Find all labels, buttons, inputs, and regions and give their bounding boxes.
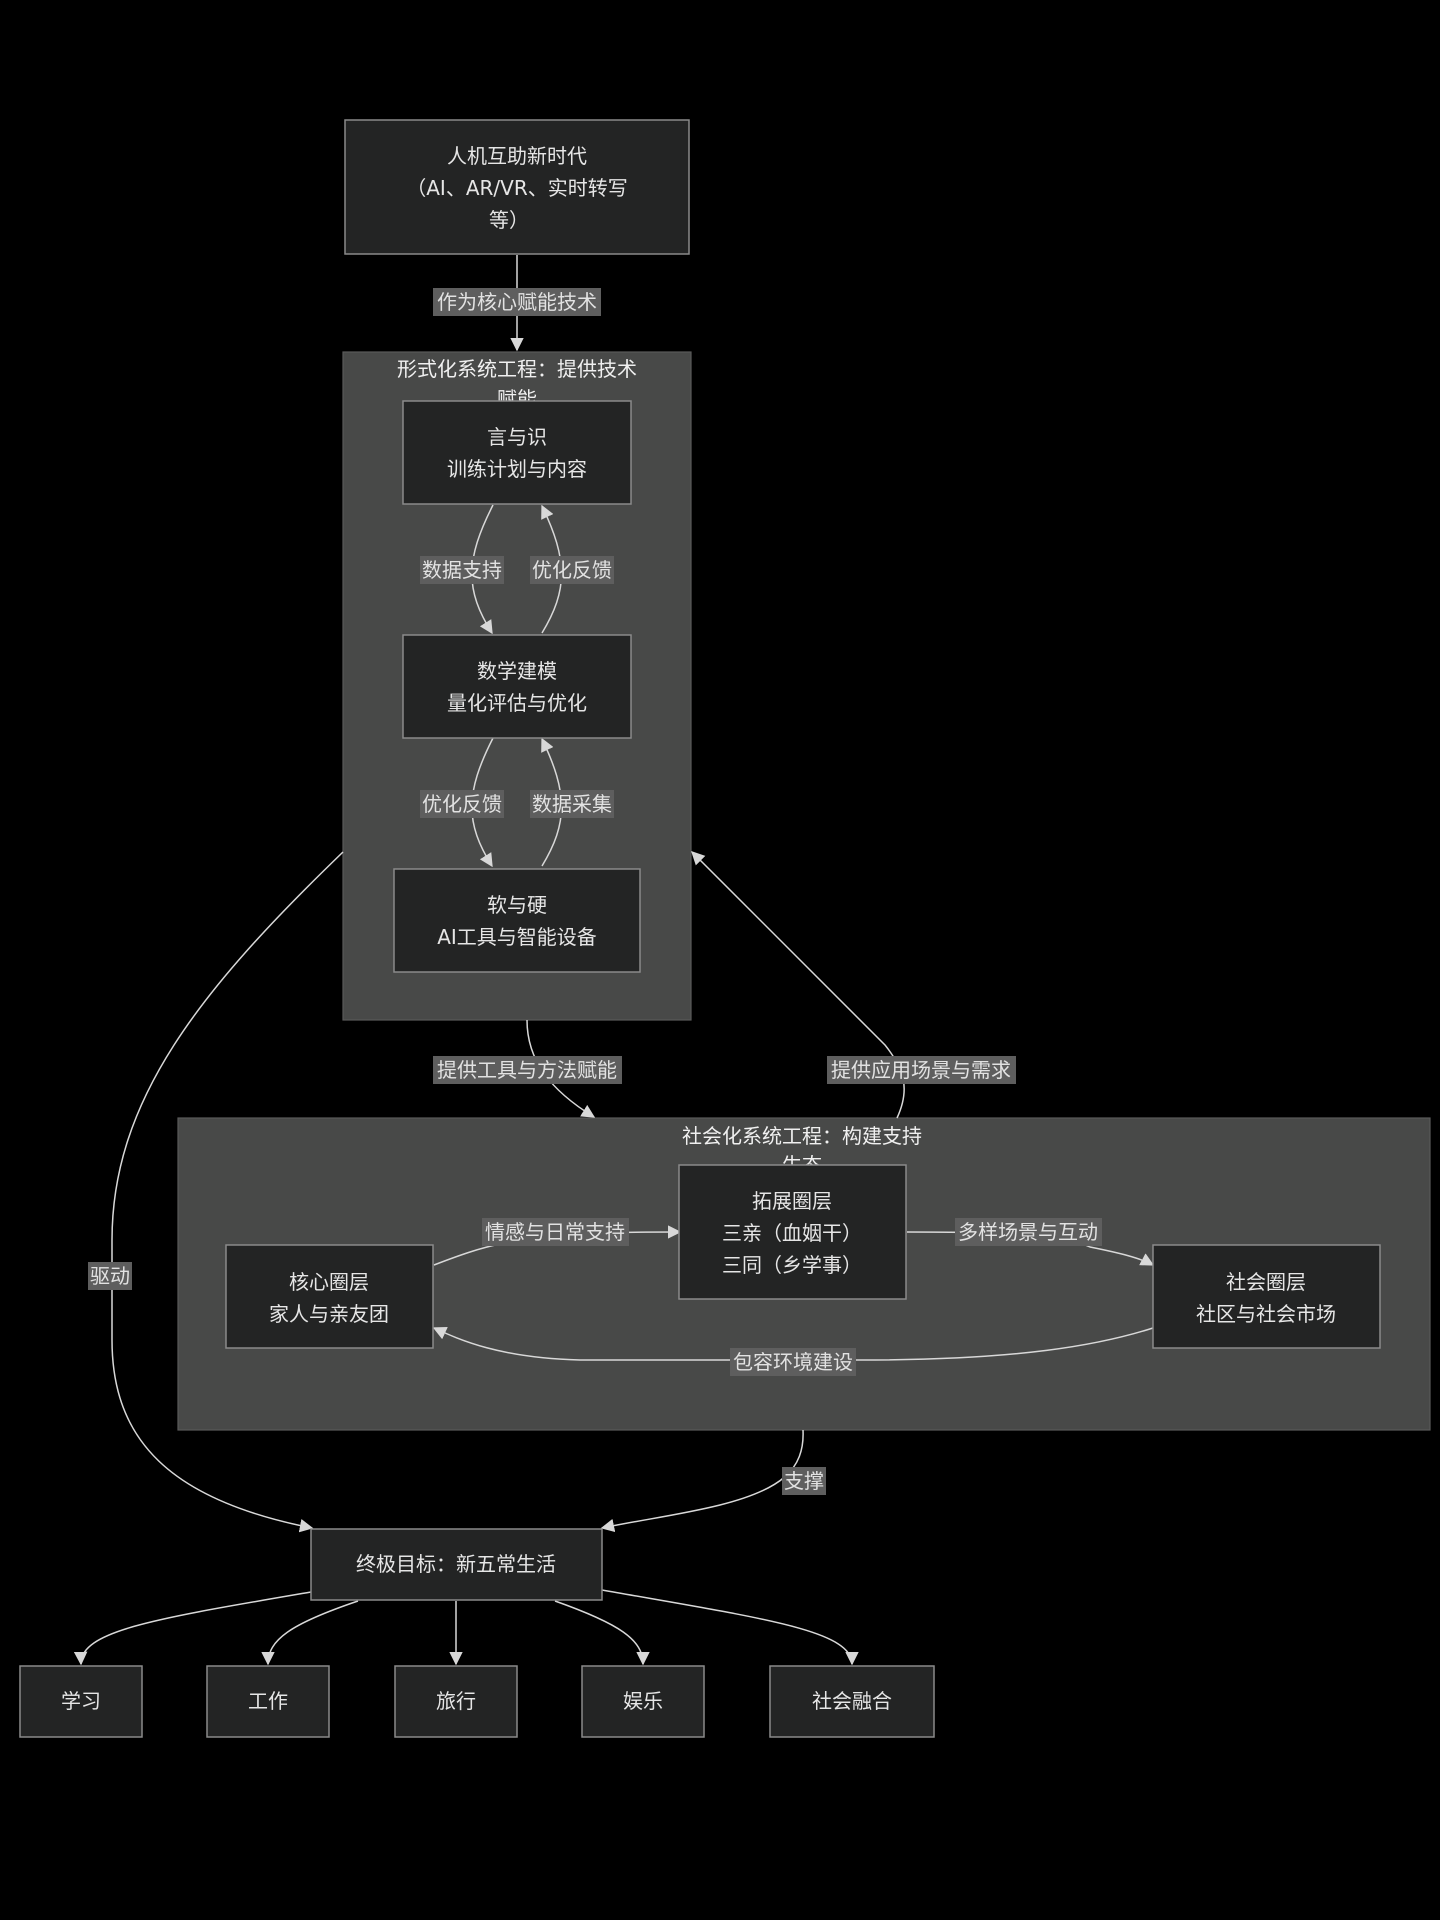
node-math-line2: 量化评估与优化: [447, 691, 587, 715]
svg-text:数据采集: 数据采集: [532, 792, 612, 816]
node-soc-line1: 社会圈层: [1226, 1270, 1306, 1294]
svg-text:支撑: 支撑: [784, 1469, 824, 1493]
svg-text:提供工具与方法赋能: 提供工具与方法赋能: [437, 1058, 617, 1082]
edge-label-e2: 数据支持: [420, 556, 504, 584]
edge-soc-to-core: [432, 1326, 1154, 1361]
node-top-line1: 人机互助新时代: [447, 144, 587, 168]
node-yan[interactable]: 言与识 训练计划与内容: [402, 400, 632, 505]
edge-goal-to-social: [601, 1589, 859, 1666]
node-study[interactable]: 学习: [19, 1665, 143, 1738]
edge-social-to-goal: [600, 1429, 804, 1533]
node-soc-line2: 社区与社会市场: [1196, 1302, 1336, 1326]
node-ext-line3: 三同（乡学事）: [722, 1253, 862, 1277]
edge-label-e11: 包容环境建设: [730, 1348, 856, 1376]
node-soc[interactable]: 社会圈层 社区与社会市场: [1152, 1244, 1381, 1349]
edge-goal-to-work: [261, 1600, 359, 1666]
node-soft-line1: 软与硬: [487, 893, 547, 917]
node-ext-line2: 三亲（血姻干）: [722, 1221, 862, 1245]
node-core-line2: 家人与亲友团: [269, 1302, 389, 1326]
edge-formal-to-goal: [111, 851, 344, 1533]
edge-label-e10: 多样场景与互动: [955, 1218, 1102, 1246]
node-top[interactable]: 人机互助新时代 （AI、AR/VR、实时转写 等）: [344, 119, 690, 255]
node-goal-line1: 终极目标：新五常生活: [356, 1552, 556, 1576]
svg-text:优化反馈: 优化反馈: [532, 558, 612, 582]
node-fun-label: 娱乐: [623, 1689, 663, 1713]
svg-text:驱动: 驱动: [90, 1264, 130, 1288]
edge-label-e1: 作为核心赋能技术: [433, 288, 601, 316]
node-ext[interactable]: 拓展圈层 三亲（血姻干） 三同（乡学事）: [678, 1164, 907, 1300]
edge-label-e12: 支撑: [782, 1467, 826, 1495]
node-social-fusion[interactable]: 社会融合: [769, 1665, 935, 1738]
node-fun[interactable]: 娱乐: [581, 1665, 705, 1738]
edge-goal-to-study: [73, 1591, 312, 1666]
node-goal[interactable]: 终极目标：新五常生活: [310, 1528, 603, 1601]
node-work-label: 工作: [248, 1689, 288, 1713]
node-work[interactable]: 工作: [206, 1665, 330, 1738]
svg-text:优化反馈: 优化反馈: [422, 792, 502, 816]
node-social-fusion-label: 社会融合: [812, 1689, 892, 1713]
edge-label-e5: 数据采集: [530, 790, 614, 818]
node-yan-line2: 训练计划与内容: [447, 457, 587, 481]
node-travel-label: 旅行: [436, 1689, 476, 1713]
edge-labels: 作为核心赋能技术 数据支持 优化反馈 优化反馈 数据采集 提供工具与方法赋能 提…: [88, 288, 1102, 1495]
svg-text:提供应用场景与需求: 提供应用场景与需求: [831, 1058, 1011, 1082]
node-core-line1: 核心圈层: [289, 1270, 369, 1294]
edge-label-e4: 优化反馈: [420, 790, 504, 818]
node-top-line2: （AI、AR/VR、实时转写: [406, 176, 627, 200]
edge-goal-to-fun: [554, 1600, 650, 1666]
node-travel[interactable]: 旅行: [394, 1665, 518, 1738]
edge-label-e7: 提供应用场景与需求: [827, 1056, 1016, 1084]
edge-label-e8: 驱动: [88, 1262, 132, 1290]
node-top-line3: 等）: [489, 208, 529, 232]
node-ext-line1: 拓展圈层: [752, 1189, 832, 1213]
cluster-social-title-line1: 社会化系统工程：构建支持: [682, 1124, 922, 1148]
edge-label-e6: 提供工具与方法赋能: [433, 1056, 622, 1084]
svg-text:多样场景与互动: 多样场景与互动: [958, 1220, 1098, 1244]
svg-text:数据支持: 数据支持: [422, 558, 502, 582]
cluster-formal-title-line2: 赋能: [497, 387, 537, 411]
edge-label-e3: 优化反馈: [530, 556, 614, 584]
node-soft[interactable]: 软与硬 AI工具与智能设备: [393, 868, 641, 973]
node-yan-line1: 言与识: [487, 425, 547, 449]
node-math[interactable]: 数学建模 量化评估与优化: [402, 634, 632, 739]
svg-text:情感与日常支持: 情感与日常支持: [485, 1220, 625, 1244]
node-math-line1: 数学建模: [477, 659, 557, 683]
svg-text:作为核心赋能技术: 作为核心赋能技术: [437, 290, 597, 314]
svg-text:包容环境建设: 包容环境建设: [733, 1350, 853, 1374]
edge-label-e9: 情感与日常支持: [482, 1218, 629, 1246]
node-core[interactable]: 核心圈层 家人与亲友团: [225, 1244, 434, 1349]
cluster-formal-title-line1: 形式化系统工程：提供技术: [397, 357, 637, 381]
node-soft-line2: AI工具与智能设备: [437, 925, 597, 949]
node-study-label: 学习: [61, 1689, 101, 1713]
